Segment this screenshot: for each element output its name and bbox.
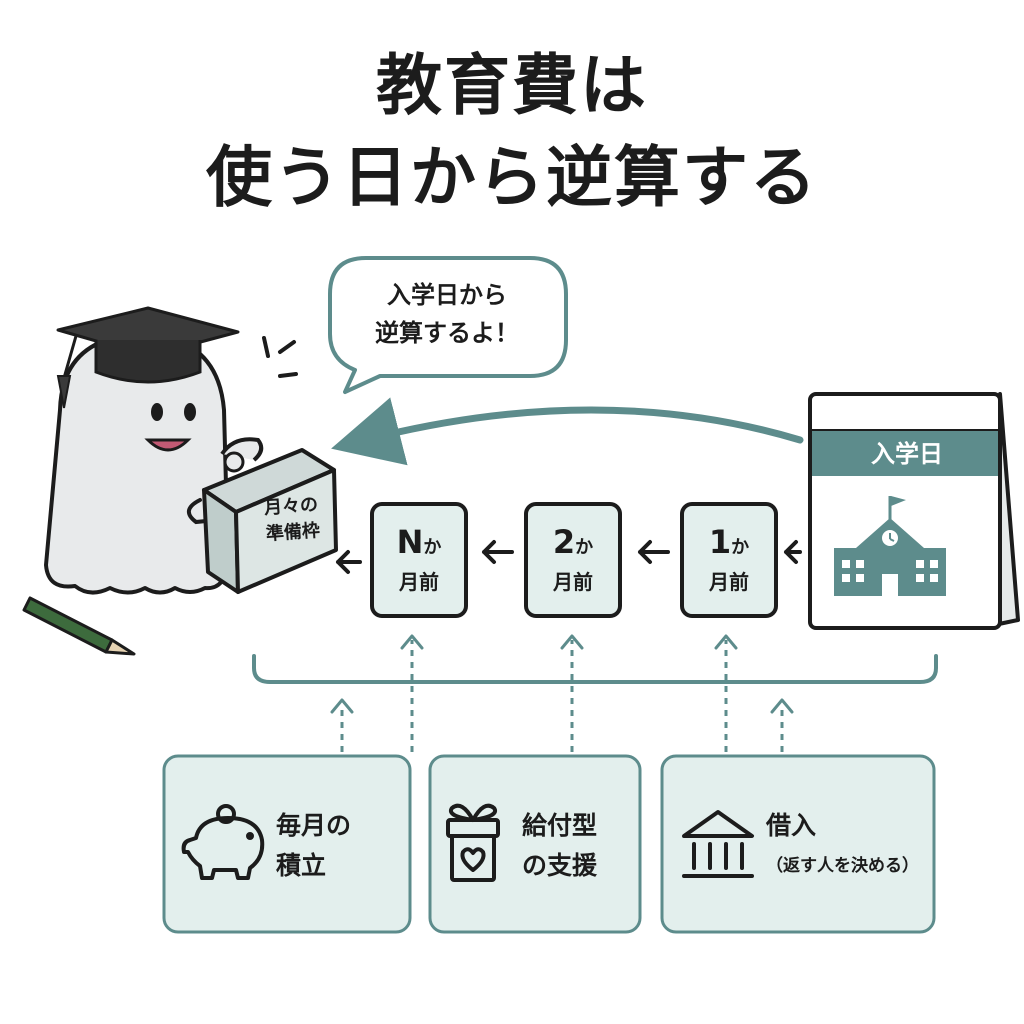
source-card-loan <box>660 754 936 934</box>
calendar-label: 入学日 <box>871 440 943 468</box>
step-number: 2 <box>552 523 576 561</box>
graduation-cap-icon <box>56 306 240 409</box>
step-unit: 月前 <box>399 570 439 594</box>
step-label-1-month: 1か 月前 <box>682 522 776 596</box>
timeline-bracket <box>252 654 938 684</box>
page-title: 教育費は 使う日から逆算する <box>0 40 1024 224</box>
source-label-line-1: 借入 <box>766 811 817 840</box>
source-label-line-2: の支援 <box>522 851 598 880</box>
savings-box <box>202 448 338 594</box>
title-line-2: 使う日から逆算する <box>206 139 818 216</box>
school-building-icon <box>834 496 946 596</box>
source-label-line-2: 積立 <box>276 851 327 880</box>
step-label-2-months: 2か 月前 <box>526 522 620 596</box>
step-box-n-months <box>370 502 468 618</box>
pencil-icon <box>22 596 136 656</box>
step-number: N <box>396 523 424 561</box>
step-suffix: か <box>423 537 442 558</box>
gift-icon <box>446 803 500 882</box>
source-card-grant <box>428 754 642 934</box>
step-suffix: か <box>575 537 594 558</box>
step-unit: 月前 <box>709 570 749 594</box>
ghost-hand <box>220 437 264 473</box>
step-connector-heads <box>400 634 738 650</box>
step-arrows <box>336 540 802 574</box>
title-line-1: 教育費は <box>376 47 648 124</box>
step-suffix: か <box>731 537 750 558</box>
step-label-n-months: Nか 月前 <box>372 522 466 596</box>
source-label-loan: 借入 （返す人を決める） <box>766 806 919 886</box>
source-card-savings <box>162 754 412 934</box>
bank-icon <box>682 810 754 878</box>
savings-box-label: 月々の 準備枠 <box>244 491 339 549</box>
source-label-savings: 毎月の 積立 <box>276 806 351 886</box>
step-box-1-month <box>680 502 778 618</box>
speech-line-1: 入学日から <box>387 281 507 309</box>
speech-bubble-text: 入学日から 逆算するよ！ <box>352 276 542 352</box>
speech-line-2: 逆算するよ！ <box>375 319 519 347</box>
piggy-bank-icon <box>181 804 265 880</box>
backward-arrow <box>331 397 804 466</box>
source-label-line-2: （返す人を決める） <box>766 856 919 876</box>
bracket-connector-heads <box>330 698 794 714</box>
bracket-connectors <box>340 704 784 752</box>
step-connectors <box>410 640 728 752</box>
speech-bubble <box>328 256 568 394</box>
source-label-line-1: 毎月の <box>276 811 352 840</box>
step-unit: 月前 <box>553 570 593 594</box>
step-number: 1 <box>708 523 732 561</box>
excitement-lines-icon <box>262 336 298 378</box>
source-label-grant: 給付型 の支援 <box>522 806 597 886</box>
source-label-line-1: 給付型 <box>522 811 598 840</box>
step-box-2-months <box>524 502 622 618</box>
